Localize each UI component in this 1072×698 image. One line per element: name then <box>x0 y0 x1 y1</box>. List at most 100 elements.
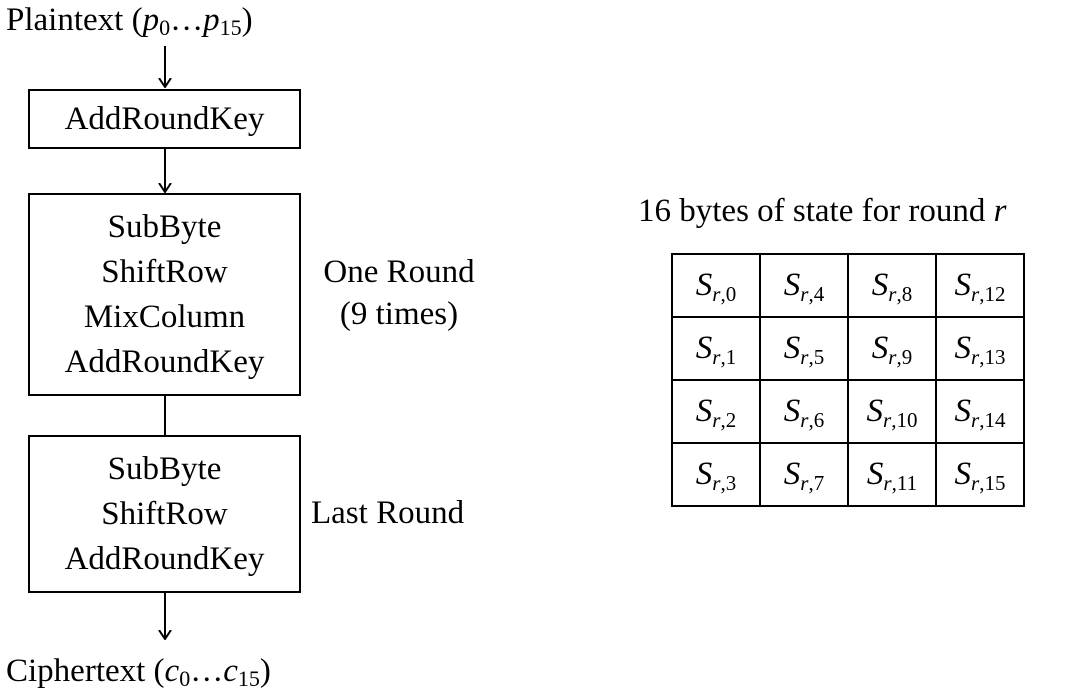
state-cell: Sr,13 <box>935 316 1025 381</box>
state-cell-comma: , <box>720 471 726 495</box>
connector-round-to-last-round <box>164 396 166 436</box>
state-cell-index: 0 <box>725 282 737 306</box>
state-cell-index: 2 <box>725 408 737 432</box>
state-cell-symbol: S <box>783 393 801 429</box>
state-cell: Sr,4 <box>759 253 849 318</box>
state-cell-subscript: r,6 <box>800 408 824 432</box>
state-cell-index: 14 <box>984 408 1006 432</box>
state-cell-symbol: S <box>954 330 972 366</box>
state-cell-index: 5 <box>813 345 825 369</box>
state-cell: Sr,9 <box>847 316 937 381</box>
state-cell: Sr,6 <box>759 379 849 444</box>
state-cell-symbol: S <box>866 393 884 429</box>
state-cell: Sr,12 <box>935 253 1025 318</box>
state-cell-subscript: r,10 <box>883 408 917 432</box>
state-cell-subscript: r,12 <box>971 282 1005 306</box>
state-cell-round: r <box>800 282 809 306</box>
main-round-lines: SubByte ShiftRow MixColumn AddRoundKey <box>30 195 299 394</box>
state-cell-subscript: r,15 <box>971 471 1005 495</box>
state-cell-round: r <box>800 471 809 495</box>
state-cell-comma: , <box>720 282 726 306</box>
one-round-label-line: (9 times) <box>339 296 459 332</box>
state-cell-round: r <box>888 282 897 306</box>
state-cell: Sr,15 <box>935 442 1025 507</box>
initial-box-line: AddRoundKey <box>64 100 265 137</box>
state-cell-symbol: S <box>954 267 972 303</box>
state-cell-index: 13 <box>984 345 1006 369</box>
one-round-label: One Round (9 times) <box>300 251 498 335</box>
state-cell-index: 15 <box>984 471 1006 495</box>
state-cell-index: 8 <box>901 282 913 306</box>
state-cell-symbol: S <box>871 330 889 366</box>
state-cell-symbol: S <box>954 456 972 492</box>
state-cell-index: 1 <box>725 345 737 369</box>
state-cell-symbol: S <box>783 267 801 303</box>
state-cell-comma: , <box>896 345 902 369</box>
arrowhead-3 <box>158 630 172 640</box>
last-round-line: SubByte <box>107 450 222 487</box>
state-title: 16 bytes of state for round r <box>638 193 1007 229</box>
state-cell-round: r <box>712 345 721 369</box>
state-cell-round: r <box>971 408 980 432</box>
state-cell: Sr,10 <box>847 379 937 444</box>
main-round-line: SubByte <box>107 208 222 245</box>
state-cell-symbol: S <box>866 456 884 492</box>
state-cell: Sr,11 <box>847 442 937 507</box>
state-cell-index: 6 <box>813 408 825 432</box>
state-cell-symbol: S <box>871 267 889 303</box>
state-cell-comma: , <box>808 471 814 495</box>
last-round-box: SubByte ShiftRow AddRoundKey <box>28 435 301 593</box>
plaintext-label: Plaintext (p0…p15) <box>6 2 253 40</box>
state-cell-comma: , <box>808 282 814 306</box>
main-round-line: ShiftRow <box>101 253 228 290</box>
state-cell-subscript: r,3 <box>712 471 736 495</box>
main-round-line: MixColumn <box>83 298 246 335</box>
arrowhead-1 <box>158 78 172 88</box>
state-cell: Sr,2 <box>671 379 761 444</box>
state-cell-index: 3 <box>725 471 737 495</box>
state-cell: Sr,5 <box>759 316 849 381</box>
state-cell-comma: , <box>979 408 985 432</box>
state-cell-index: 9 <box>901 345 913 369</box>
state-cell-comma: , <box>891 408 897 432</box>
state-cell-round: r <box>712 408 721 432</box>
state-cell-subscript: r,7 <box>800 471 824 495</box>
state-cell-symbol: S <box>695 393 713 429</box>
state-cell-subscript: r,4 <box>800 282 824 306</box>
initial-addroundkey-box: AddRoundKey <box>28 89 301 149</box>
state-cell-subscript: r,8 <box>888 282 912 306</box>
state-cell-round: r <box>800 408 809 432</box>
state-cell-comma: , <box>808 345 814 369</box>
state-cell-index: 10 <box>896 408 918 432</box>
state-cell: Sr,14 <box>935 379 1025 444</box>
state-cell-round: r <box>712 471 721 495</box>
arrowhead-2 <box>158 183 172 193</box>
state-cell-symbol: S <box>783 456 801 492</box>
arrow-plaintext-to-addroundkey <box>164 46 166 86</box>
state-cell-round: r <box>883 408 892 432</box>
state-cell: Sr,1 <box>671 316 761 381</box>
main-round-line: AddRoundKey <box>64 343 265 380</box>
state-cell: Sr,3 <box>671 442 761 507</box>
state-cell-symbol: S <box>695 456 713 492</box>
state-cell-comma: , <box>720 408 726 432</box>
state-cell-round: r <box>888 345 897 369</box>
state-cell-symbol: S <box>695 330 713 366</box>
state-cell-subscript: r,14 <box>971 408 1005 432</box>
state-cell: Sr,0 <box>671 253 761 318</box>
state-cell-round: r <box>883 471 892 495</box>
state-cell-symbol: S <box>954 393 972 429</box>
main-round-box: SubByte ShiftRow MixColumn AddRoundKey <box>28 193 301 396</box>
state-cell-comma: , <box>979 471 985 495</box>
state-cell-symbol: S <box>783 330 801 366</box>
state-cell-index: 12 <box>984 282 1006 306</box>
state-cell-index: 4 <box>813 282 825 306</box>
arrow-last-round-to-ciphertext <box>164 593 166 639</box>
state-cell-subscript: r,1 <box>712 345 736 369</box>
last-round-label: Last Round <box>311 495 465 531</box>
state-cell-symbol: S <box>695 267 713 303</box>
state-cell-index: 11 <box>896 471 918 495</box>
